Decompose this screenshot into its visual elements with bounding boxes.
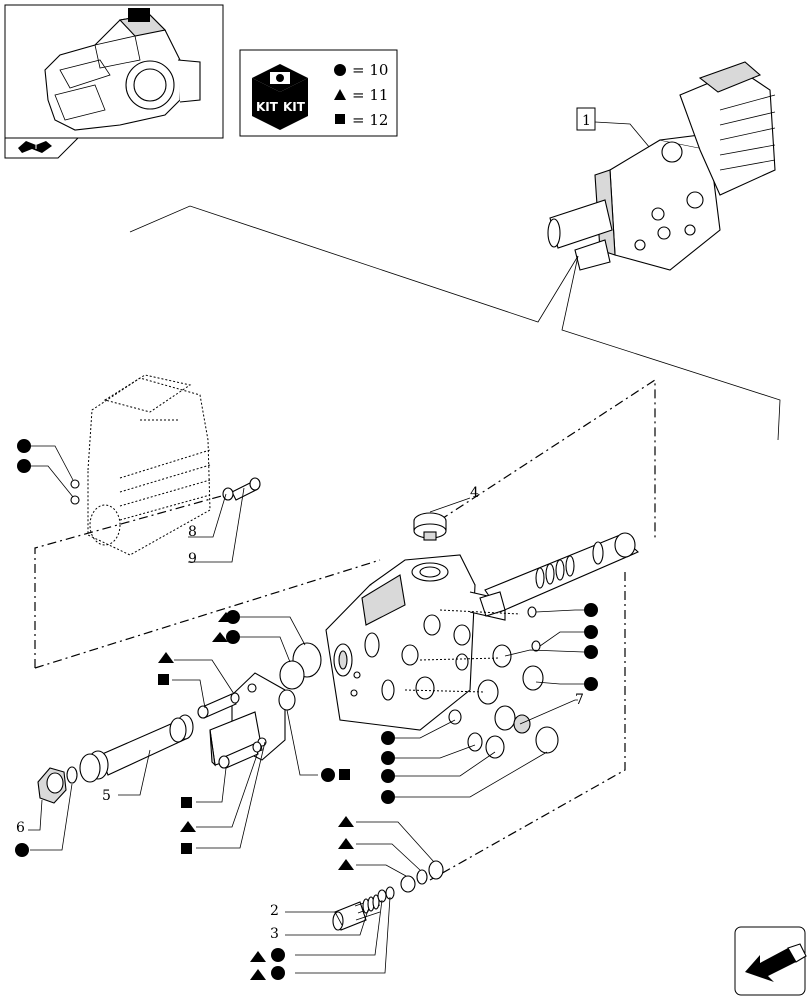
body-o-rings: 7: [404, 606, 584, 759]
next-page-button[interactable]: [734, 926, 807, 996]
circle-symbol: [271, 948, 285, 962]
triangle-symbol: [250, 969, 266, 980]
triangle-symbol: [338, 859, 354, 870]
ref-1-label: 1: [582, 113, 591, 129]
triangle-symbol: [334, 89, 346, 100]
spool-guide-part-5: 5: [79, 714, 194, 804]
nut-part-6: 6: [15, 766, 78, 857]
flange-o-rings: [278, 642, 322, 711]
right-leader-lines: [504, 603, 598, 691]
triangle-symbol: [158, 652, 174, 663]
lower-left-leaders: [381, 719, 548, 804]
circle-symbol: [584, 677, 598, 691]
square-symbol: [158, 674, 169, 685]
arrow-left-down-icon: [745, 943, 807, 982]
square-symbol: [181, 843, 192, 854]
transmission-housing-thumbnail: [44, 8, 201, 131]
triangle-symbol: [338, 838, 354, 849]
screw-and-washer-8-9: 8 9: [188, 477, 261, 567]
part-9-label: 9: [188, 551, 197, 567]
flange-screw-leaders: [158, 652, 266, 854]
legend-square-text: = 12: [352, 111, 388, 129]
circle-symbol: [17, 439, 31, 453]
thumbnail-panel[interactable]: [4, 4, 224, 159]
part-2-label: 2: [270, 903, 279, 919]
kit-label-right: KIT: [283, 100, 306, 114]
part-3-label: 3: [270, 926, 279, 942]
book-arrow-icon[interactable]: [18, 141, 52, 153]
legend-triangle-text: = 11: [352, 86, 388, 104]
circle-symbol: [584, 645, 598, 659]
legend-circle-text: = 10: [352, 61, 388, 79]
circle-symbol: [584, 625, 598, 639]
triangle-symbol: [338, 816, 354, 827]
assembled-valve-view: 1: [547, 61, 776, 271]
cover-o-rings: [17, 439, 80, 505]
part-5-label: 5: [102, 788, 111, 804]
kit-label-left: KIT: [256, 100, 279, 114]
dashed-assembly-outline: [34, 378, 656, 881]
relief-valve-parts-2-3: 2 3: [250, 860, 444, 980]
kit-box-icon: KIT KIT: [252, 64, 308, 130]
square-symbol: [335, 114, 345, 124]
plug-part-4: 4: [413, 485, 479, 541]
square-symbol: [339, 769, 350, 780]
circle-symbol: [381, 731, 395, 745]
circle-symbol: [381, 769, 395, 783]
cover-housing: [87, 374, 211, 556]
part-8-label: 8: [188, 524, 197, 540]
triangle-symbol: [180, 821, 196, 832]
circle-symbol: [226, 610, 240, 624]
part-6-label: 6: [16, 820, 25, 836]
triangle-symbol: [212, 632, 228, 642]
kit-legend: KIT KIT = 10 = 11 = 12: [239, 49, 398, 137]
circle-symbol: [321, 768, 335, 782]
lower-triangle-leaders: [338, 816, 435, 877]
circle-symbol: [17, 459, 31, 473]
circle-symbol: [226, 630, 240, 644]
circle-symbol: [381, 751, 395, 765]
flange-leaders: [212, 610, 350, 782]
guide-lines: [129, 205, 781, 441]
part-7-label: 7: [575, 692, 584, 708]
flange-screws: [197, 692, 262, 769]
triangle-symbol: [250, 951, 266, 962]
valve-section-body: [325, 554, 506, 731]
circle-symbol: [271, 966, 285, 980]
square-symbol: [181, 797, 192, 808]
spool: [479, 532, 639, 617]
circle-symbol: [334, 64, 346, 76]
circle-symbol: [381, 790, 395, 804]
circle-symbol: [584, 603, 598, 617]
part-4-label: 4: [470, 485, 479, 501]
ref-1-box: [576, 107, 596, 131]
circle-symbol: [15, 843, 29, 857]
